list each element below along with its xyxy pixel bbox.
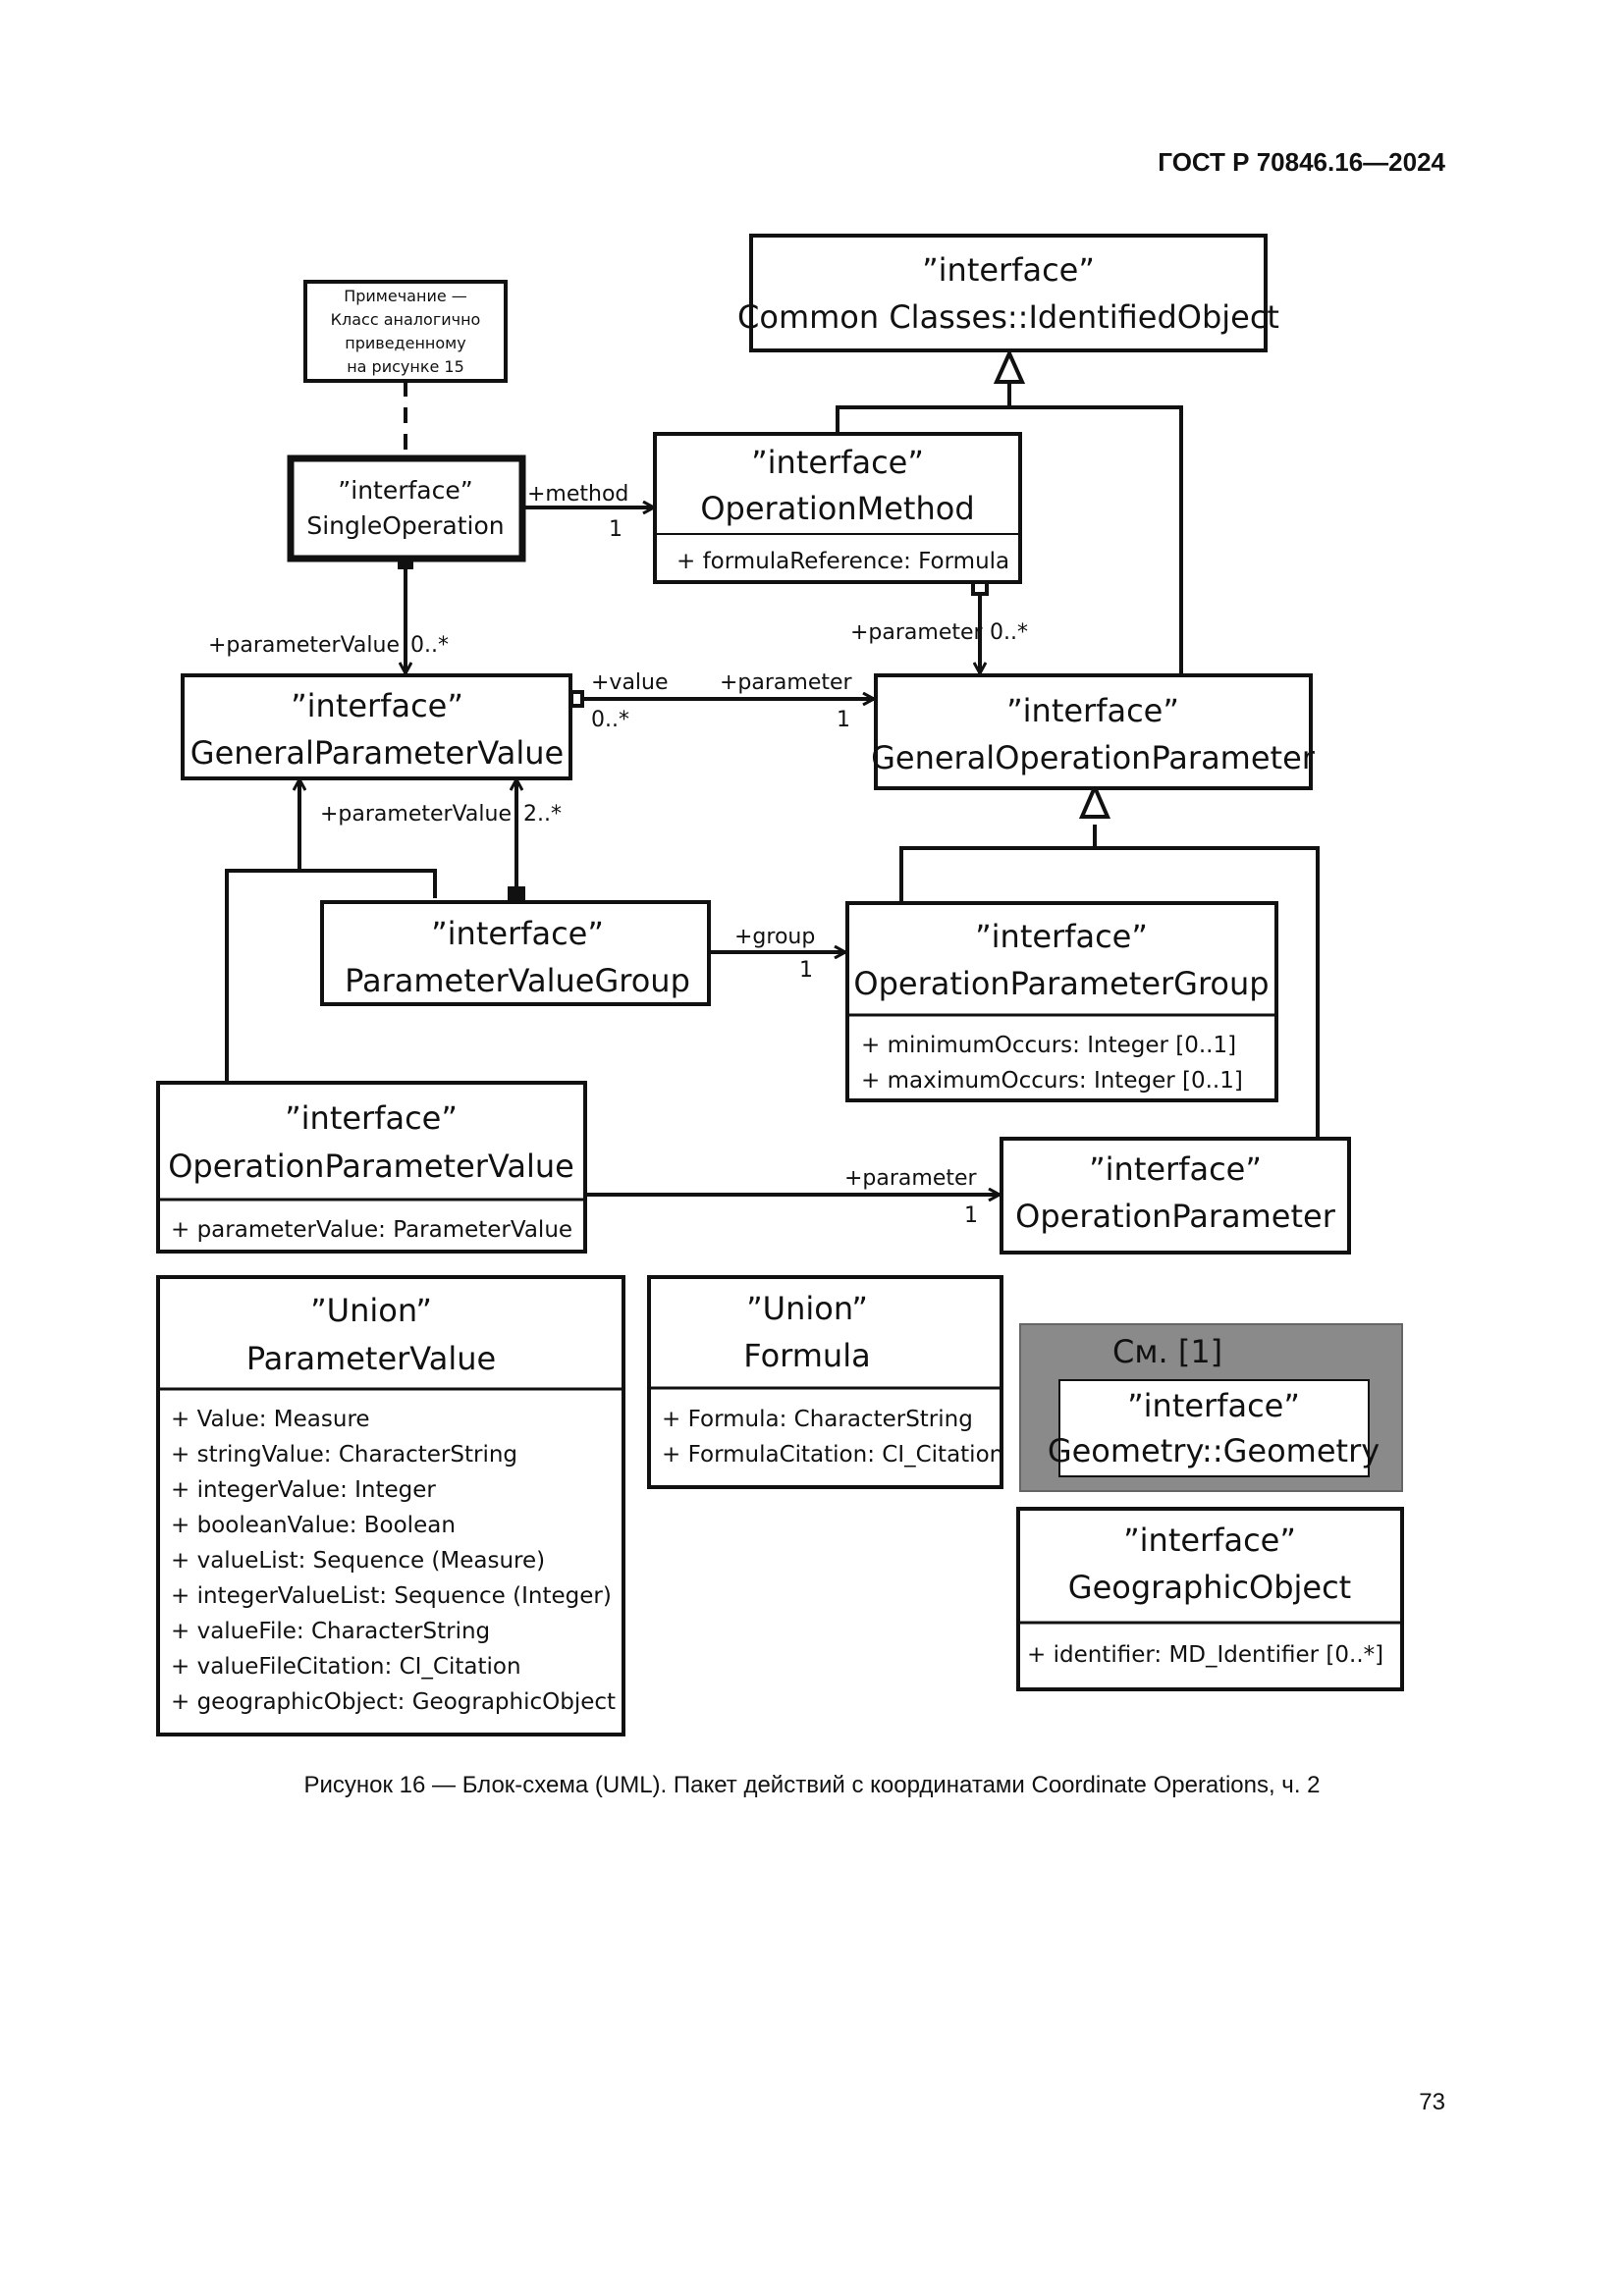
class-name: OperationParameterGroup: [853, 965, 1269, 1002]
class-attribute: + valueFile: CharacterString: [171, 1619, 490, 1644]
class-name: GeographicObject: [1068, 1569, 1351, 1606]
role-parameter-value-d-multiplicity: 2..*: [523, 802, 562, 827]
role-parameter-value-a: +parameterValue: [208, 633, 400, 658]
class-stereotype: ”interface”: [431, 915, 604, 952]
class-identified-object: ”interface” Common Classes::IdentifiedOb…: [737, 234, 1279, 352]
class-attribute: + maximumOccurs: Integer [0..1]: [861, 1068, 1243, 1094]
reference-label: См. [1]: [1112, 1333, 1222, 1370]
class-name: OperationParameterValue: [168, 1148, 574, 1185]
class-stereotype: ”Union”: [310, 1292, 432, 1329]
class-geographic-object: ”interface” GeographicObject + identifie…: [1016, 1507, 1404, 1691]
role-parameter-value-d: +parameterValue: [320, 802, 512, 827]
note-line-4: на рисунке 15: [347, 357, 464, 376]
class-attribute: + Value: Measure: [171, 1407, 370, 1432]
role-value: +value: [591, 670, 669, 695]
class-name: OperationMethod: [700, 490, 974, 527]
note-box: Примечание — Класс аналогично приведенно…: [303, 280, 508, 383]
generalization-general-operation-parameter: [899, 825, 1097, 905]
triangle-identified-object: [993, 348, 1026, 384]
class-name: Common Classes::IdentifiedObject: [737, 298, 1279, 336]
role-parameter-e-multiplicity: 1: [964, 1203, 978, 1228]
generalization-identified-object: [836, 381, 1011, 434]
class-name: GeneralParameterValue: [190, 734, 564, 772]
class-operation-parameter-group: ”interface” OperationParameterGroup + mi…: [845, 901, 1278, 1102]
role-group-multiplicity: 1: [799, 958, 813, 983]
role-parameter-b: +parameter: [850, 620, 984, 645]
page-number: 73: [1419, 2089, 1445, 2115]
class-name: GeneralOperationParameter: [871, 739, 1316, 776]
class-operation-method: ”interface” OperationMethod + formulaRef…: [653, 432, 1022, 584]
class-stereotype: ”interface”: [1123, 1522, 1296, 1559]
generalization-identified-object-2: [1009, 405, 1183, 673]
class-attribute: + Formula: CharacterString: [662, 1407, 973, 1432]
class-geometry-reference: См. [1] ”interface” Geometry::Geometry: [1019, 1323, 1403, 1492]
class-attribute: + booleanValue: Boolean: [171, 1513, 456, 1538]
class-parameter-value-group: ”interface” ParameterValueGroup: [320, 900, 711, 1006]
note-line-3: приведенному: [345, 334, 465, 352]
triangle-general-operation-parameter: [1078, 781, 1111, 819]
class-name: Formula: [743, 1337, 870, 1374]
class-parameter-value-union: ”Union” ParameterValue + Value: Measure …: [156, 1275, 625, 1736]
class-attribute: + formulaReference: Formula: [677, 549, 1009, 574]
connectors: [225, 381, 1320, 1195]
role-parameter-c-multiplicity: 1: [837, 708, 850, 732]
class-name: SingleOperation: [306, 511, 504, 540]
class-attribute: + identifier: MD_Identifier [0..*]: [1027, 1642, 1383, 1668]
class-name: ParameterValueGroup: [345, 962, 690, 999]
role-value-multiplicity: 0..*: [591, 708, 629, 732]
class-attribute: + valueFileCitation: CI_Citation: [171, 1654, 521, 1680]
role-parameter-value-a-multiplicity: 0..*: [410, 633, 449, 658]
role-group: +group: [734, 925, 815, 949]
class-attribute: + integerValueList: Sequence (Integer): [171, 1583, 612, 1609]
class-attribute: + stringValue: CharacterString: [171, 1442, 517, 1468]
role-parameter-b-multiplicity: 0..*: [990, 620, 1028, 645]
class-operation-parameter-value: ”interface” OperationParameterValue + pa…: [156, 1081, 587, 1254]
class-name: OperationParameter: [1015, 1198, 1336, 1235]
class-stereotype: ”Union”: [746, 1290, 868, 1327]
specialization-to-general-parameter-value: [225, 869, 437, 1081]
class-attribute: + integerValue: Integer: [171, 1477, 436, 1503]
role-method: +method: [527, 482, 628, 507]
generalization-general-operation-parameter-2: [1095, 846, 1320, 1139]
note-line-1: Примечание —: [344, 287, 467, 305]
class-attribute: + geographicObject: GeographicObject: [171, 1689, 616, 1715]
aggregation-marker-group: [508, 886, 525, 902]
class-stereotype: ”interface”: [285, 1099, 458, 1137]
role-method-multiplicity: 1: [609, 517, 623, 542]
role-labels: +method 1 +parameterValue 0..* +paramete…: [208, 482, 1028, 1228]
note-line-2: Класс аналогично: [331, 310, 481, 329]
figure-caption: Рисунок 16 — Блок-схема (UML). Пакет дей…: [303, 1772, 1321, 1798]
class-stereotype: ”interface”: [338, 476, 472, 505]
class-name: ParameterValue: [246, 1340, 496, 1377]
class-stereotype: ”interface”: [922, 251, 1095, 289]
class-stereotype: ”interface”: [1006, 692, 1179, 729]
role-parameter-c: +parameter: [720, 670, 853, 695]
class-general-operation-parameter: ”interface” GeneralOperationParameter: [871, 673, 1316, 790]
class-single-operation: ”interface” SingleOperation: [287, 454, 526, 562]
class-attribute: + minimumOccurs: Integer [0..1]: [861, 1033, 1236, 1058]
class-operation-parameter: ”interface” OperationParameter: [1000, 1137, 1351, 1255]
class-general-parameter-value: ”interface” GeneralParameterValue: [181, 673, 572, 780]
class-name: Geometry::Geometry: [1048, 1432, 1380, 1469]
class-attribute: + valueList: Sequence (Measure): [171, 1548, 545, 1574]
document-number: ГОСТ Р 70846.16—2024: [1158, 147, 1445, 177]
role-parameter-e: +parameter: [844, 1166, 978, 1191]
class-attribute: + FormulaCitation: CI_Citation: [662, 1442, 1003, 1468]
class-stereotype: ”interface”: [291, 687, 463, 724]
aggregation-marker-value: [569, 690, 584, 708]
class-stereotype: ”interface”: [1127, 1387, 1300, 1424]
class-attribute: + parameterValue: ParameterValue: [171, 1217, 572, 1243]
class-stereotype: ”interface”: [975, 918, 1148, 955]
class-stereotype: ”interface”: [751, 444, 924, 481]
class-formula-union: ”Union” Formula + Formula: CharacterStri…: [647, 1275, 1003, 1489]
class-stereotype: ”interface”: [1089, 1150, 1262, 1188]
